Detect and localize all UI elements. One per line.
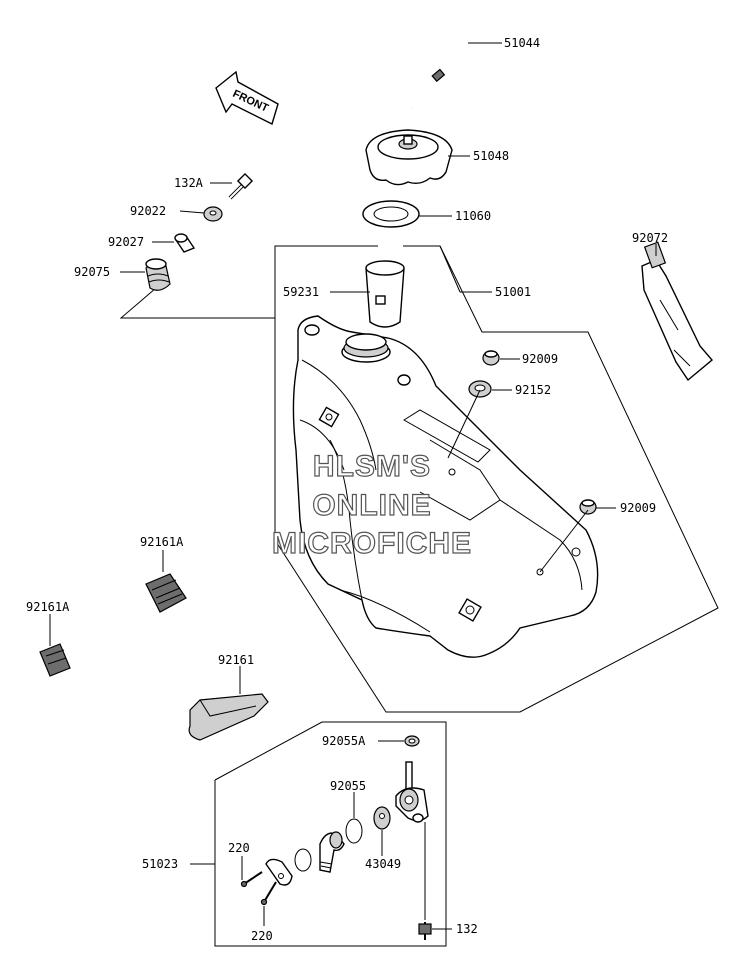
label-51023: 51023 <box>142 857 178 871</box>
strap-92072 <box>641 241 713 382</box>
gasket-43049 <box>373 806 391 830</box>
label-92027: 92027 <box>108 235 144 249</box>
cap-92009-upper <box>482 350 500 366</box>
damper-92152 <box>468 380 492 398</box>
tank-group-frame <box>274 245 719 713</box>
label-132a: 132A <box>174 176 204 190</box>
front-arrow: FRONT <box>215 70 279 125</box>
fuel-cock-body <box>395 761 429 823</box>
watermark-line-2: ONLINE <box>312 489 431 522</box>
label-59231: 59231 <box>283 285 319 299</box>
label-92009-lower: 92009 <box>620 501 656 515</box>
washer-92022 <box>203 206 223 222</box>
label-43049: 43049 <box>365 857 401 871</box>
watermark-line-1: HLSM'S <box>313 450 431 483</box>
grommet-92075 <box>145 258 171 291</box>
pad-92161a-upper <box>145 573 187 613</box>
label-92075: 92075 <box>74 265 110 279</box>
washer-92055a <box>404 735 420 747</box>
label-92072: 92072 <box>632 231 668 245</box>
label-51048: 51048 <box>473 149 509 163</box>
pad-92161 <box>188 693 269 741</box>
label-92161a-lower: 92161A <box>26 600 70 614</box>
fuel-cap <box>365 129 453 186</box>
label-92161a-upper: 92161A <box>140 535 184 549</box>
filler-neck <box>365 260 405 328</box>
fuel-tank <box>292 315 599 658</box>
label-92161: 92161 <box>218 653 254 667</box>
label-92055a: 92055A <box>322 734 366 748</box>
label-92022: 92022 <box>130 204 166 218</box>
breather-hose <box>371 36 471 110</box>
bolt-132 <box>418 922 432 940</box>
watermark: HLSM'S ONLINE MICROFICHE <box>271 449 472 560</box>
label-92055: 92055 <box>330 779 366 793</box>
label-11060: 11060 <box>455 209 491 223</box>
label-92152: 92152 <box>515 383 551 397</box>
cap-gasket <box>362 200 420 228</box>
screw-220-lower <box>260 881 277 906</box>
screw-220-upper <box>240 871 263 888</box>
label-220-lower: 220 <box>251 929 273 943</box>
label-92009-upper: 92009 <box>522 352 558 366</box>
pad-92161a-lower <box>39 643 71 677</box>
collar-92027 <box>174 233 196 253</box>
lever-plate <box>265 858 293 886</box>
label-51001: 51001 <box>495 285 531 299</box>
part-labels: 51044 51048 11060 51001 59231 132A 92022… <box>26 36 668 943</box>
watermark-line-3: MICROFICHE <box>272 527 472 560</box>
bolt-132a <box>228 172 254 200</box>
label-51044: 51044 <box>504 36 540 50</box>
label-220-upper: 220 <box>228 841 250 855</box>
label-132: 132 <box>456 922 478 936</box>
fuel-filter <box>294 831 345 873</box>
o-ring-92055 <box>345 818 363 844</box>
cap-92009-lower <box>579 499 597 515</box>
fuel-cock-frame <box>214 721 447 947</box>
leader-lines <box>49 42 657 930</box>
